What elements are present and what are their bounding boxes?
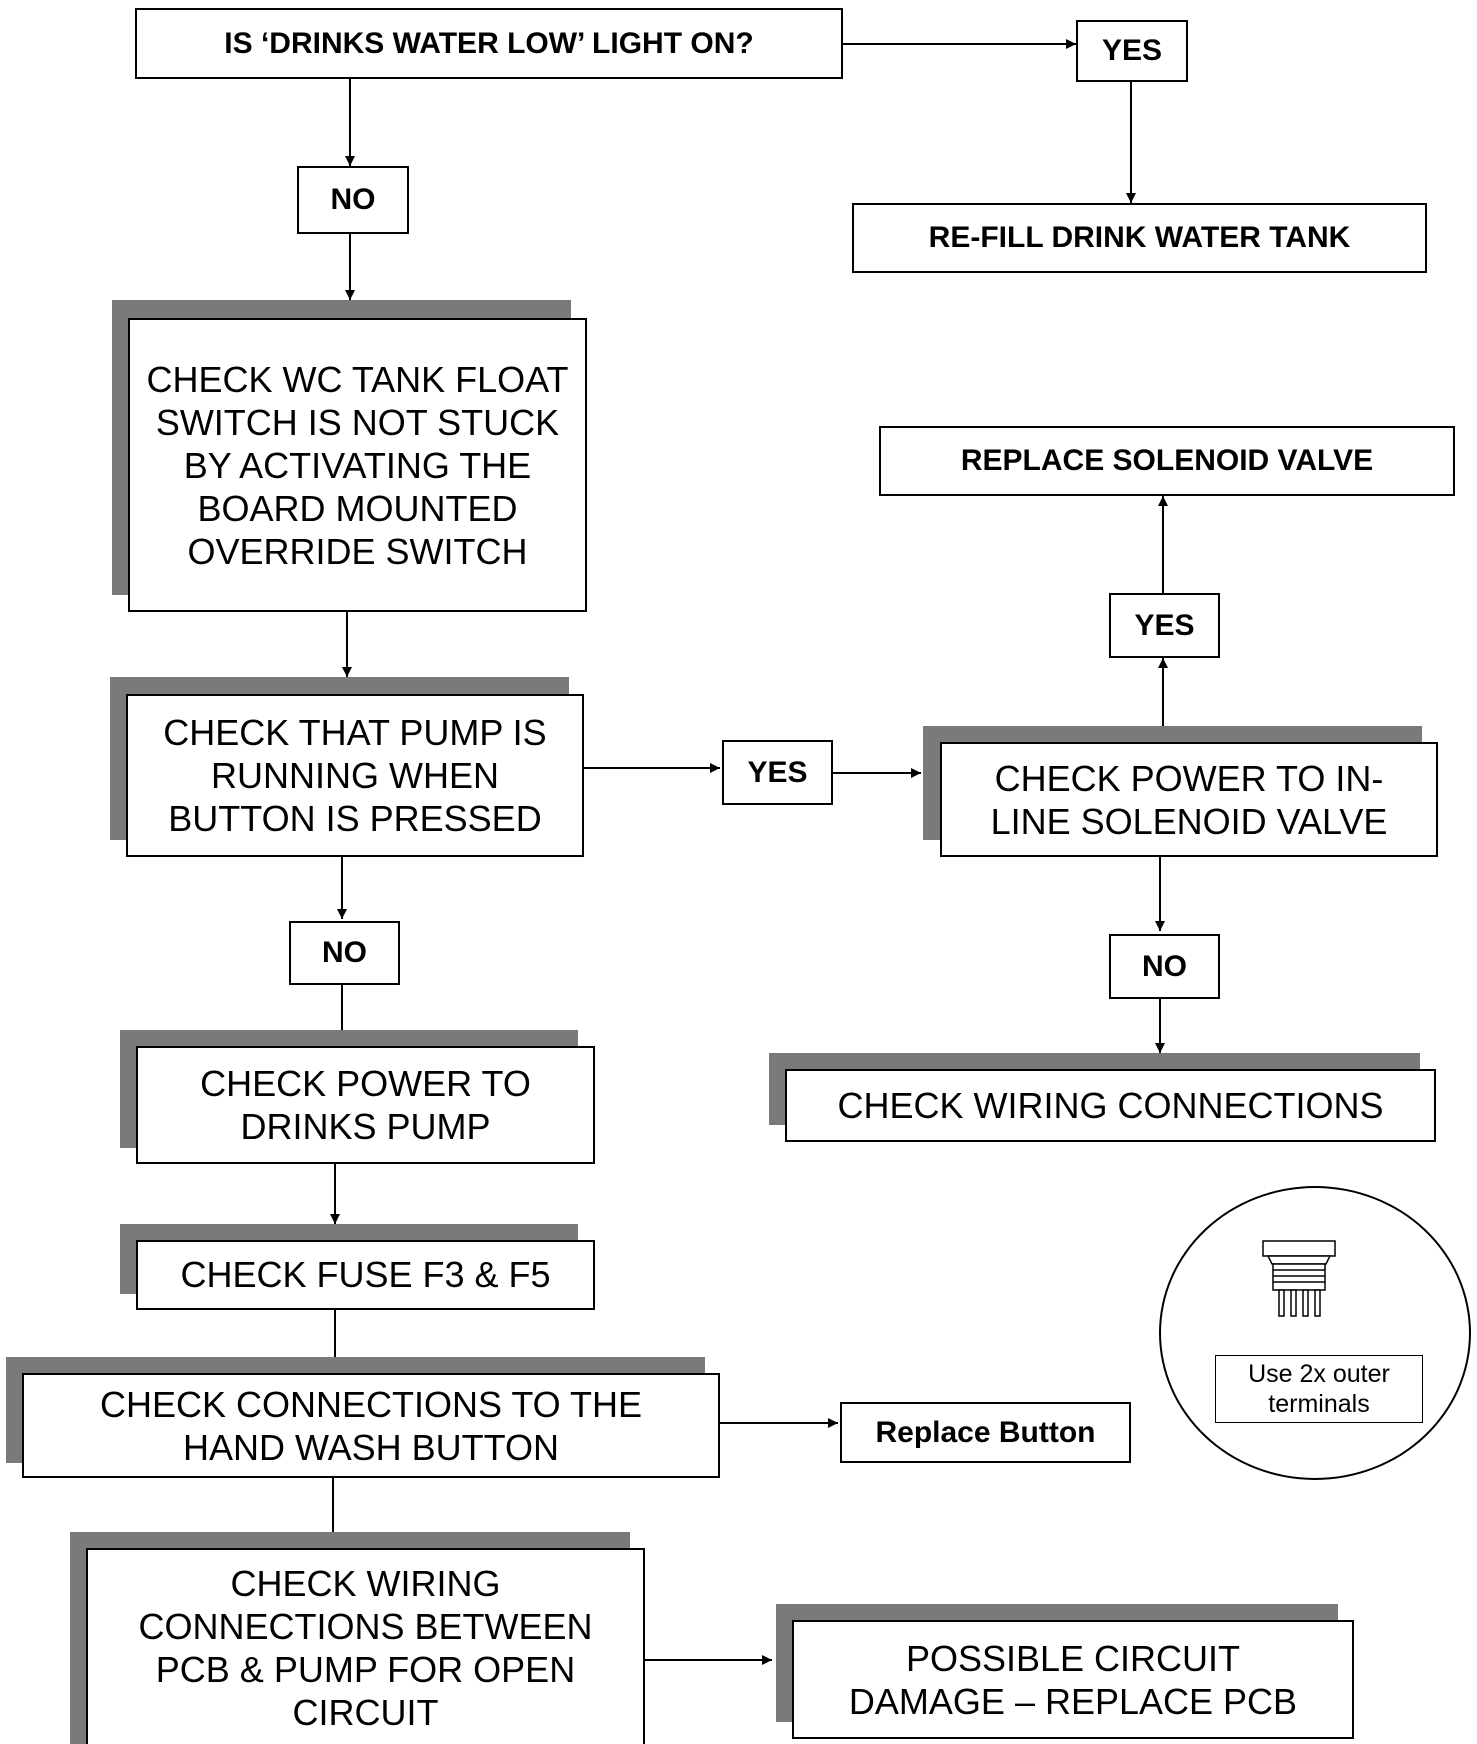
check-float-switch-box: CHECK WC TANK FLOAT SWITCH IS NOT STUCK … (128, 318, 587, 612)
check-power-pump-box: CHECK POWER TO DRINKS PUMP (136, 1046, 595, 1164)
answer-no-solenoid: NO (1109, 934, 1220, 999)
question-text: IS ‘DRINKS WATER LOW’ LIGHT ON? (224, 26, 754, 60)
check-pcb-wiring-box: CHECK WIRING CONNECTIONS BETWEEN PCB & P… (86, 1548, 645, 1744)
check-power-solenoid-box: CHECK POWER TO IN-LINE SOLENOID VALVE (940, 742, 1438, 857)
question-box: IS ‘DRINKS WATER LOW’ LIGHT ON? (135, 8, 843, 79)
answer-yes-pump: YES (722, 740, 833, 805)
answer-no-top: NO (297, 166, 409, 234)
check-wiring-box: CHECK WIRING CONNECTIONS (785, 1069, 1436, 1142)
action-replace-button-box: Replace Button (840, 1402, 1131, 1463)
action-replace-pcb-box: POSSIBLE CIRCUIT DAMAGE – REPLACE PCB (792, 1620, 1354, 1739)
answer-yes-solenoid: YES (1109, 593, 1220, 658)
check-fuse-box: CHECK FUSE F3 & F5 (136, 1240, 595, 1310)
inset-note-box: Use 2x outer terminals (1215, 1355, 1423, 1423)
check-pump-running-box: CHECK THAT PUMP IS RUNNING WHEN BUTTON I… (126, 694, 584, 857)
answer-no-pump: NO (289, 921, 400, 985)
action-replace-solenoid-box: REPLACE SOLENOID VALVE (879, 426, 1455, 496)
action-refill-box: RE-FILL DRINK WATER TANK (852, 203, 1427, 273)
answer-yes-top: YES (1076, 20, 1188, 82)
check-hand-wash-button-box: CHECK CONNECTIONS TO THE HAND WASH BUTTO… (22, 1373, 720, 1478)
switch-inset (1159, 1186, 1471, 1480)
push-button-switch-icon (1262, 1240, 1336, 1317)
